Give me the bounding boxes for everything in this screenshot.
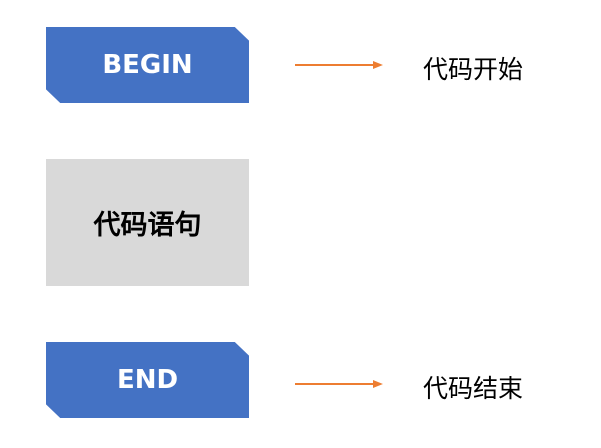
- statement-block-label: 代码语句: [93, 210, 202, 241]
- begin-block: BEGIN: [46, 27, 249, 103]
- begin-arrow: [295, 59, 383, 71]
- arrow-right-icon: [295, 61, 383, 69]
- statement-block: 代码语句: [46, 159, 249, 286]
- begin-annotation: 代码开始: [423, 55, 524, 84]
- begin-block-label: BEGIN: [102, 50, 193, 80]
- end-annotation: 代码结束: [423, 374, 524, 403]
- end-block: END: [46, 342, 249, 418]
- end-block-label: END: [116, 365, 179, 395]
- end-arrow: [295, 378, 383, 390]
- arrow-right-icon: [295, 380, 383, 388]
